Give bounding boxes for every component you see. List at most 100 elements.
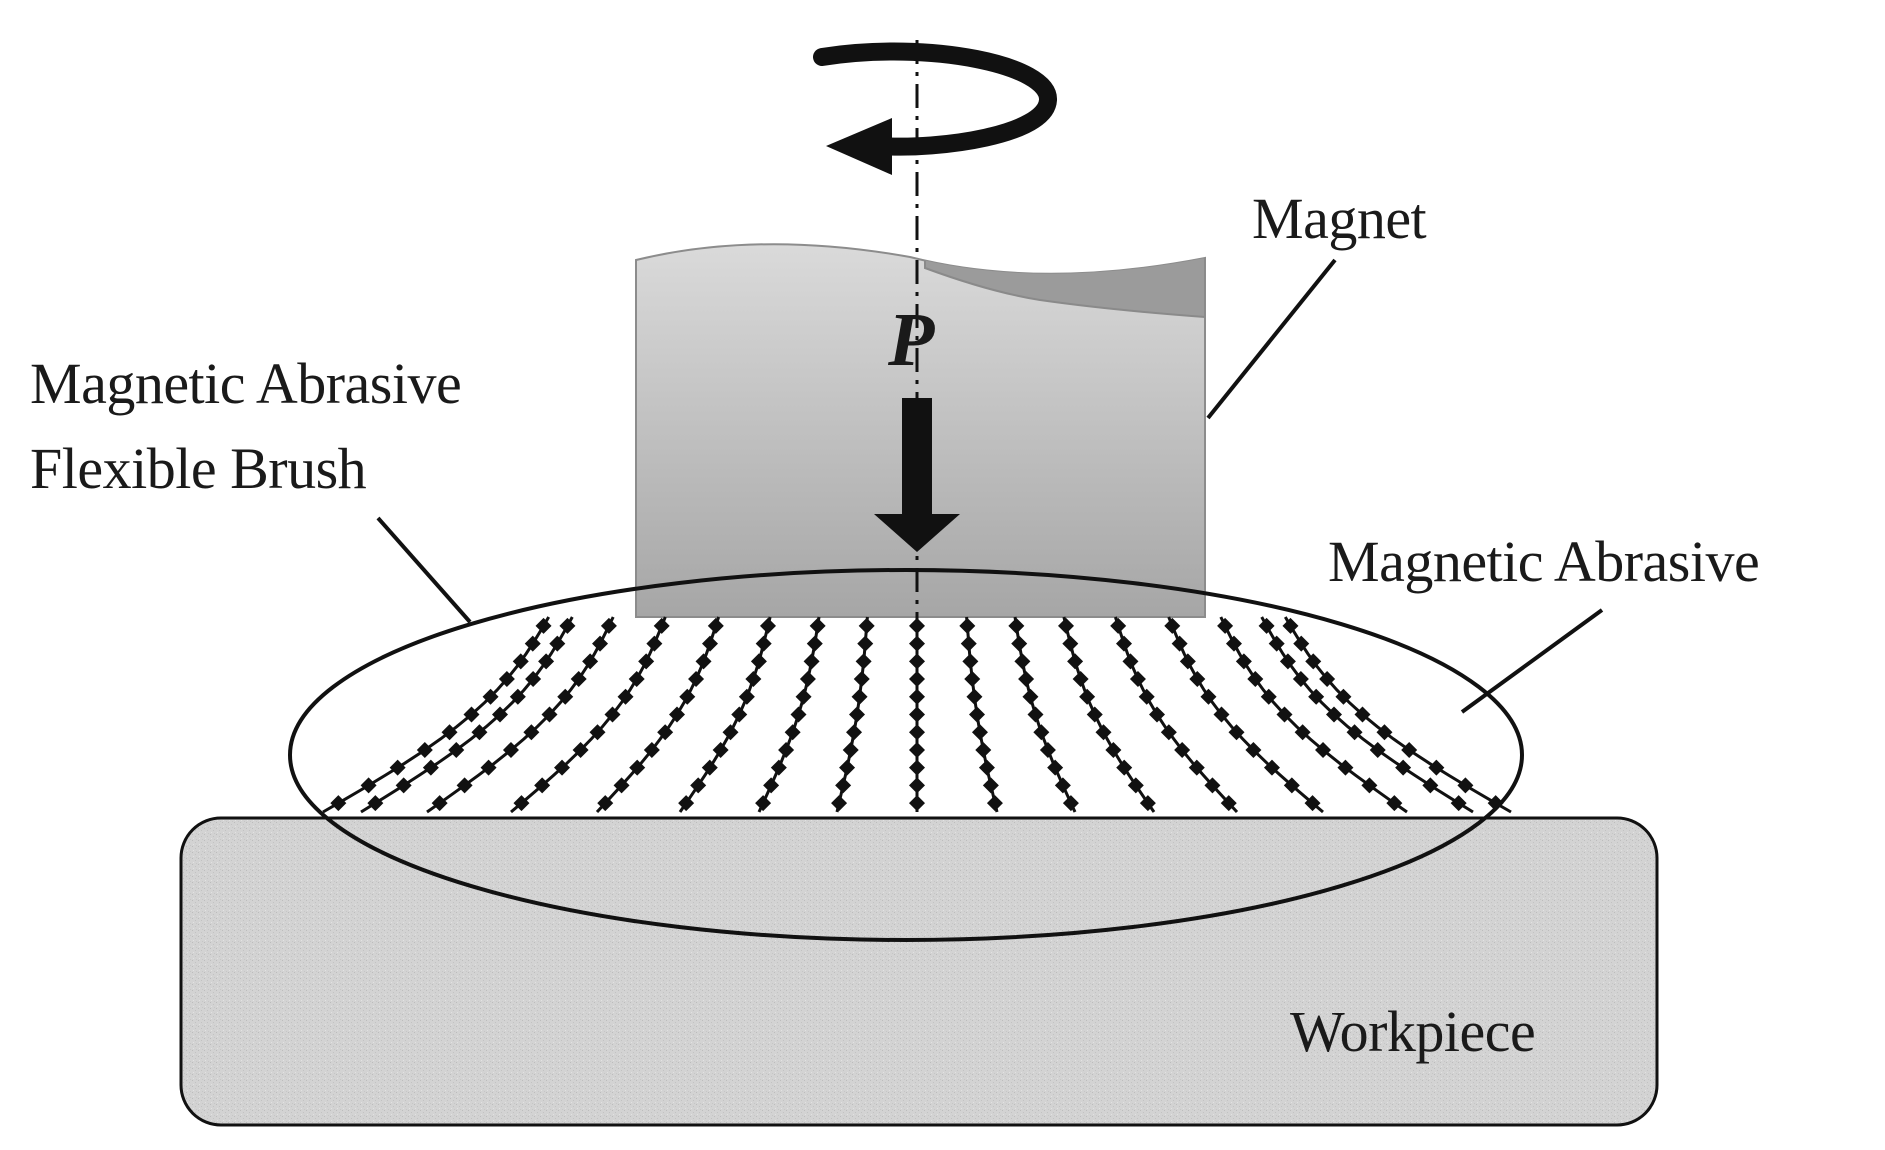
abrasive-chain [322,616,550,814]
abrasive-particle [534,777,551,794]
abrasive-particle [858,617,875,634]
abrasive-particle [960,635,977,652]
abrasive-particle [646,635,663,652]
abrasive-particle [1014,653,1031,670]
abrasive-particle [628,671,645,688]
brush-label-line1: Magnetic Abrasive [30,351,462,416]
abrasive-particle [1268,635,1285,652]
abrasive-particle [1022,688,1039,705]
abrasive-particle [831,795,848,812]
abrasive-particle [1304,795,1321,812]
abrasive-particle [1171,635,1188,652]
abrasive-particle [738,688,755,705]
abrasive-particle [1086,706,1103,723]
abrasive-particle [1260,688,1277,705]
abrasive-particle [1228,724,1245,741]
abrasive-particle [482,688,499,705]
abrasive-particle [629,759,646,776]
abrasive-particle [966,688,983,705]
abrasive-particle [1039,741,1056,758]
abrasive-particle [909,688,925,705]
abrasive-particle [1263,759,1280,776]
flexible-brush-outline [288,568,1524,942]
abrasive-particle [657,724,674,741]
abrasive-particle [1174,741,1191,758]
abrasive-chain [1219,616,1408,814]
abrasive-particle [1213,706,1230,723]
abrasive-particle [653,617,670,634]
abrasive-particle [549,635,566,652]
abrasive-particle [441,724,458,741]
abrasive-particle [513,795,530,812]
abrasive-particle [448,741,465,758]
abrasive-particle [1018,671,1035,688]
abrasive-particle [600,617,617,634]
abrasive-particle [1072,671,1089,688]
abrasive-particle [1217,617,1234,634]
abrasive-particle [851,688,868,705]
abrasive-particle [688,671,705,688]
abrasive-leader [1460,608,1604,714]
abrasive-particle [1008,617,1025,634]
abrasive-particle [969,706,985,723]
abrasive-particle [559,617,576,634]
abrasive-particle [978,759,995,776]
abrasive-particle [535,617,552,634]
abrasive-particle [1067,653,1084,670]
abrasive-particle [471,724,488,741]
abrasive-particle [770,759,787,776]
abrasive-particle [1428,759,1445,776]
abrasive-particle [971,724,988,741]
workpiece-label: Workpiece [1290,999,1536,1064]
abrasive-particle [463,706,480,723]
abrasive-particle [1054,777,1071,794]
abrasive-particle [422,759,439,776]
brush-label-line2: Flexible Brush [30,436,367,501]
abrasive-particle [1315,741,1332,758]
abrasive-particle [849,706,865,723]
abrasive-particle [1127,777,1144,794]
abrasive-particle [557,688,574,705]
abrasive-particle [1326,706,1342,723]
abrasive-particle [755,635,772,652]
abrasive-particle [909,777,925,794]
abrasive-particle [1282,617,1299,634]
abrasive-particle [597,795,614,812]
abrasive-particle [778,741,795,758]
abrasive-particle [1011,635,1028,652]
abrasive-particle [512,653,529,670]
abrasive-particle [790,706,807,723]
abrasive-particle [669,706,685,723]
abrasive-particle [1386,795,1403,812]
abrasive-particle [541,706,558,723]
abrasive-particle [1164,617,1181,634]
abrasive-particle [842,741,859,758]
abrasive-particle [589,724,606,741]
abrasive-particle [909,795,925,812]
abrasive-particle [570,671,587,688]
abrasive-particle [1225,635,1242,652]
abrasive-particle [1337,759,1354,776]
abrasive-particle [759,617,776,634]
abrasive-particle [964,671,981,688]
abrasive-particle [909,635,925,652]
abrasive-particle [389,759,406,776]
abrasive-particle [524,635,541,652]
abrasive-particle [1105,741,1122,758]
abrasive-particle [367,795,384,812]
abrasive-particle [750,653,767,670]
abrasive-particle [1258,617,1275,634]
force-label: P [888,298,934,382]
abrasive-particle [695,653,712,670]
abrasive-particle [498,671,515,688]
abrasive-particle [1122,653,1139,670]
abrasive-particle [330,795,347,812]
abrasive-particle [1189,671,1206,688]
abrasive-particle [1376,724,1393,741]
abrasive-particle [1245,741,1262,758]
abrasive-particle [1279,653,1296,670]
force-arrow-icon [874,398,960,552]
abrasive-particle [1450,795,1467,812]
abrasive-particle [959,617,976,634]
